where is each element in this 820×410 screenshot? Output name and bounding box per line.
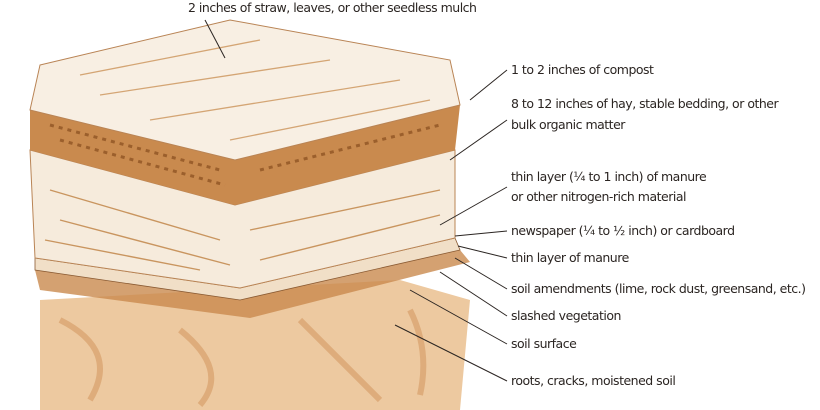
soil-block (40, 280, 470, 410)
soil-texture (58, 308, 427, 407)
label-hay-line2: bulk organic matter (511, 117, 625, 132)
leader-lines (204, 19, 508, 382)
label-soil-amendments: soil amendments (lime, rock dust, greens… (511, 281, 806, 296)
label-soil-surface: soil surface (511, 336, 577, 351)
mulch-layer (29, 19, 461, 161)
label-newspaper: newspaper (¼ to ½ inch) or cardboard (511, 223, 735, 238)
label-roots: roots, cracks, moistened soil (511, 373, 676, 388)
label-slashed-vegetation: slashed vegetation (511, 308, 621, 323)
label-hay-line1: 8 to 12 inches of hay, stable bedding, o… (511, 96, 779, 111)
hay-strokes (44, 189, 441, 271)
label-mulch: 2 inches of straw, leaves, or other seed… (188, 0, 477, 15)
slashed-vegetation-layer (35, 250, 470, 318)
compost-texture (49, 123, 441, 187)
label-compost: 1 to 2 inches of compost (511, 62, 654, 77)
label-thin-manure: thin layer of manure (511, 250, 629, 265)
mulch-strokes (79, 39, 431, 141)
label-manure-line1: thin layer (¼ to 1 inch) of manure (511, 169, 707, 184)
label-manure-line2: or other nitrogen-rich material (511, 189, 686, 204)
